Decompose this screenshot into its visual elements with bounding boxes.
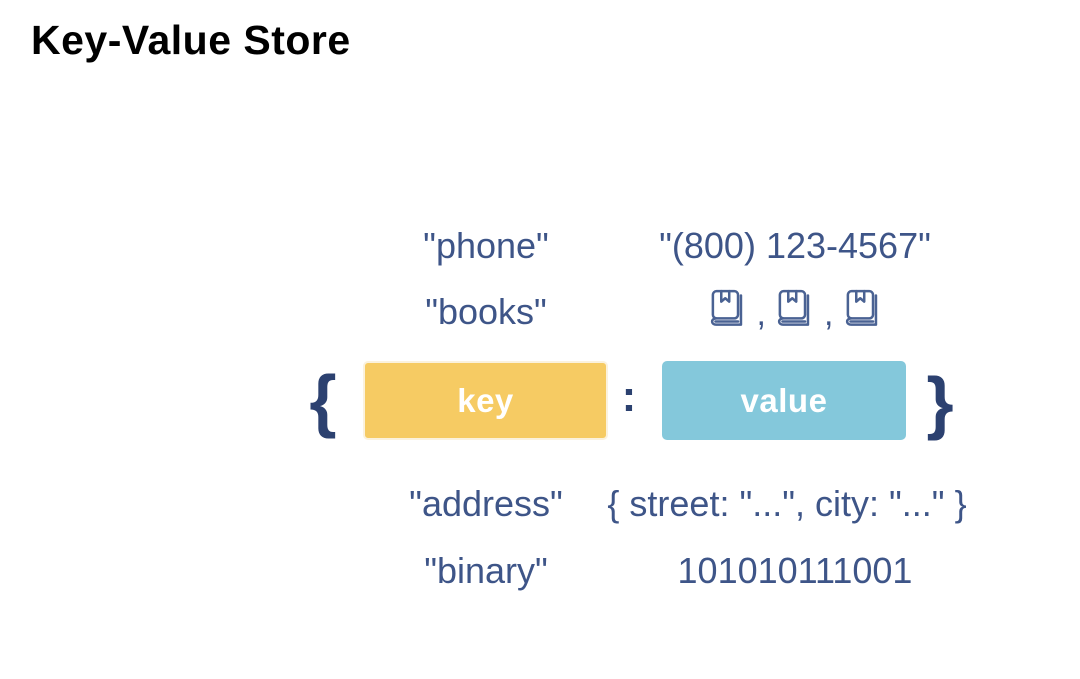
page-title: Key-Value Store (31, 17, 351, 63)
book-icon (845, 289, 878, 326)
book-icon (778, 289, 810, 326)
kv-value-binary: 101010111001 (677, 550, 913, 591)
kv-value-address: { street: "...", city: "..." } (607, 483, 967, 524)
key-box: key (363, 361, 608, 440)
colon-separator: : (621, 372, 637, 421)
kv-key-binary: "binary" (424, 550, 548, 591)
kv-key-books: "books" (425, 291, 547, 332)
comma-separator: , (824, 295, 834, 333)
kv-value-books: , , (708, 288, 883, 332)
value-box: value (662, 361, 906, 440)
close-brace: } (926, 363, 954, 441)
kv-key-address: "address" (409, 483, 563, 524)
comma-separator: , (756, 295, 766, 333)
book-icon (710, 289, 743, 326)
open-brace: { (309, 361, 337, 439)
kv-key-phone: "phone" (423, 225, 549, 266)
kv-value-phone: "(800) 123-4567" (659, 225, 931, 266)
